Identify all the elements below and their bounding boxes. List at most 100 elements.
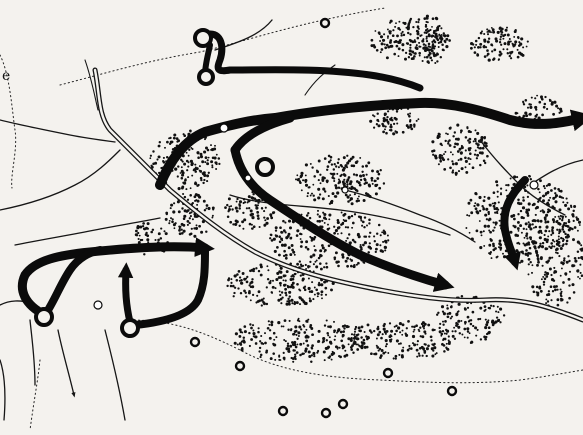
- stipple-dot: [389, 118, 392, 121]
- stipple-dot: [447, 335, 450, 338]
- stipple-dot: [409, 347, 413, 350]
- stipple-dot: [537, 187, 540, 191]
- stipple-dot: [531, 241, 534, 244]
- stipple-dot: [373, 240, 376, 243]
- stipple-dot: [508, 38, 511, 40]
- stipple-dot: [496, 190, 499, 193]
- stipple-dot: [191, 218, 194, 221]
- stipple-dot: [492, 304, 495, 308]
- stipple-dot: [513, 35, 516, 38]
- stipple-dot: [553, 187, 557, 190]
- stipple-dot: [295, 234, 299, 237]
- stipple-dot: [349, 241, 352, 245]
- stipple-dot: [299, 342, 303, 346]
- stipple-dot: [469, 46, 473, 50]
- stipple-dot: [309, 255, 313, 259]
- stipple-dot: [350, 348, 354, 351]
- stipple-dot: [291, 277, 295, 281]
- stipple-dot: [556, 241, 560, 245]
- stipple-dot: [330, 201, 334, 205]
- stipple-dot: [270, 239, 274, 242]
- stipple-dot: [486, 54, 489, 57]
- stipple-dot: [327, 154, 331, 158]
- stipple-dot: [556, 298, 560, 302]
- stipple-dot: [426, 60, 430, 64]
- stipple-dot: [232, 295, 235, 298]
- stipple-dot: [474, 326, 478, 330]
- stipple-dot: [413, 343, 417, 347]
- stipple-dot: [352, 173, 356, 176]
- stipple-dot: [457, 170, 461, 173]
- stipple-dot: [525, 45, 528, 48]
- stipple-dot: [531, 223, 534, 226]
- stipple-dot: [464, 166, 467, 169]
- stipple-dot: [502, 252, 504, 255]
- stipple-dot: [568, 226, 572, 230]
- stipple-dot: [316, 213, 319, 216]
- stipple-dot: [528, 103, 531, 106]
- stipple-dot: [181, 186, 184, 190]
- stipple-dot: [299, 232, 302, 236]
- stipple-dot: [393, 325, 396, 328]
- stipple-dot: [526, 212, 529, 215]
- stipple-dot: [298, 260, 301, 263]
- stipple-dot: [326, 181, 329, 184]
- stipple-dot: [200, 230, 204, 234]
- stipple-dot: [474, 39, 478, 43]
- stipple-dot: [346, 195, 350, 199]
- stipple-dot: [308, 216, 312, 220]
- stipple-dot: [330, 172, 334, 176]
- stipple-dot: [315, 259, 318, 262]
- stipple-dot: [527, 273, 530, 276]
- stipple-dot: [530, 96, 533, 99]
- stipple-dot: [294, 325, 298, 329]
- stipple-dot: [268, 323, 271, 326]
- stipple-dot: [311, 344, 314, 347]
- stipple-dot: [476, 203, 480, 207]
- stipple-dot: [412, 330, 415, 333]
- stipple-dot: [344, 193, 348, 197]
- stipple-dot: [554, 251, 558, 254]
- stipple-dot: [516, 55, 520, 59]
- stipple-dot: [372, 44, 375, 46]
- stipple-dot: [299, 181, 302, 185]
- stipple-dot: [314, 260, 317, 263]
- stipple-dot: [347, 233, 351, 236]
- stipple-dot: [528, 112, 532, 116]
- stipple-dot: [509, 230, 513, 234]
- stipple-dot: [193, 234, 197, 238]
- stipple-dot: [423, 48, 428, 53]
- stipple-dot: [359, 329, 362, 333]
- stipple-dot: [496, 305, 499, 308]
- stipple-dot: [456, 137, 460, 141]
- stipple-dot: [375, 243, 379, 247]
- stipple-dot: [210, 148, 215, 152]
- stipple-dot: [431, 140, 435, 144]
- stipple-dot: [576, 240, 580, 244]
- stipple-dot: [550, 102, 554, 106]
- stipple-dot: [294, 301, 297, 304]
- stipple-dot: [421, 354, 424, 357]
- stipple-dot: [348, 187, 351, 190]
- stipple-dot: [247, 195, 251, 199]
- stipple-dot: [425, 39, 429, 43]
- stipple-dot: [391, 119, 394, 122]
- stipple-dot: [442, 323, 445, 326]
- stipple-dot: [401, 43, 405, 47]
- border-northwest: [0, 54, 17, 189]
- stipple-dot: [304, 263, 307, 267]
- stipple-dot: [431, 34, 434, 37]
- stipple-dot: [565, 239, 569, 243]
- stipple-dot: [474, 129, 477, 132]
- stipple-dot: [257, 269, 261, 273]
- stipple-dot: [349, 338, 353, 342]
- stipple-dot: [529, 105, 533, 109]
- stipple-dot: [537, 230, 541, 234]
- stipple-dot: [564, 235, 568, 239]
- stipple-dot: [328, 213, 332, 217]
- stipple-dot: [564, 203, 568, 207]
- stipple-dot: [137, 241, 141, 244]
- stipple-dot: [248, 207, 251, 210]
- stipple-dot: [548, 245, 551, 248]
- stipple-dot: [540, 232, 543, 235]
